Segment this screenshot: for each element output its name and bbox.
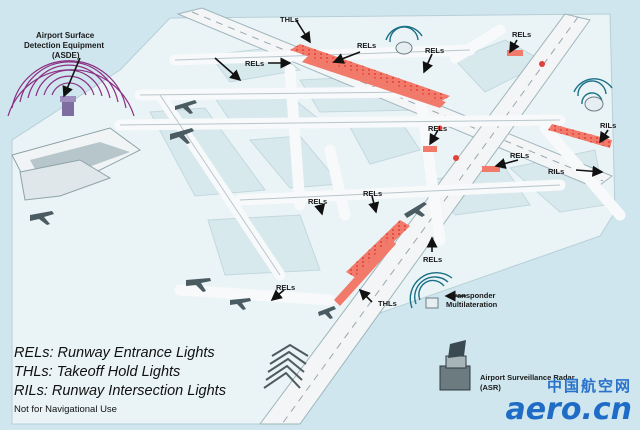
thls-label-top: THLs bbox=[280, 15, 299, 24]
watermark-chinese: 中国航空网 bbox=[546, 377, 632, 395]
asde-label-line3: (ASDE) bbox=[52, 51, 80, 60]
asde-label-line2: Detection Equipment bbox=[24, 41, 104, 50]
rils-label-mid: RILs bbox=[548, 167, 564, 176]
transponder-label-line2: Multilateration bbox=[446, 300, 498, 309]
runway-lights bbox=[290, 44, 612, 306]
rels-label-top-3: RELs bbox=[425, 46, 444, 55]
watermark-site: aero.cn bbox=[505, 392, 632, 427]
arrow-icon bbox=[62, 19, 610, 303]
rels-label-mid-2: RELs bbox=[510, 151, 529, 160]
asde-signal-rings bbox=[7, 60, 135, 117]
asr-label-line1: Airport Surveillance Radar bbox=[480, 373, 575, 382]
legend-rils: RILs: Runway Intersection Lights bbox=[14, 383, 226, 399]
rels-label-top-4: RELs bbox=[512, 30, 531, 39]
rels-label-left: RELs bbox=[308, 197, 327, 206]
rels-label-bottom: RELs bbox=[276, 283, 295, 292]
terminal-building-icon bbox=[11, 96, 141, 201]
legend-thls: THLs: Takeoff Hold Lights bbox=[14, 364, 181, 380]
rils-label-right: RILs bbox=[600, 121, 616, 130]
legend-rels: RELs: Runway Entrance Lights bbox=[14, 345, 215, 361]
thls-label-bottom: THLs bbox=[378, 299, 397, 308]
runway-chevrons bbox=[263, 343, 309, 389]
transponder-label-line1: Transponder bbox=[450, 291, 496, 300]
rels-label-lower: RELs bbox=[423, 255, 442, 264]
asde-label-line1: Airport Surface bbox=[36, 31, 95, 40]
asr-label-line2: (ASR) bbox=[480, 383, 501, 392]
rels-label-top-2: RELs bbox=[245, 59, 264, 68]
watermark: 中国航空网 aero.cn bbox=[505, 375, 632, 427]
rels-label-top-1: RELs bbox=[357, 41, 376, 50]
rels-label-mid-1: RELs bbox=[428, 124, 447, 133]
legend-note: Not for Navigational Use bbox=[14, 404, 117, 415]
radar-dish-icon bbox=[385, 25, 613, 391]
rels-label-center: RELs bbox=[363, 189, 382, 198]
airplane-icon bbox=[30, 100, 427, 319]
legend: RELs: Runway Entrance Lights THLs: Takeo… bbox=[14, 344, 226, 415]
